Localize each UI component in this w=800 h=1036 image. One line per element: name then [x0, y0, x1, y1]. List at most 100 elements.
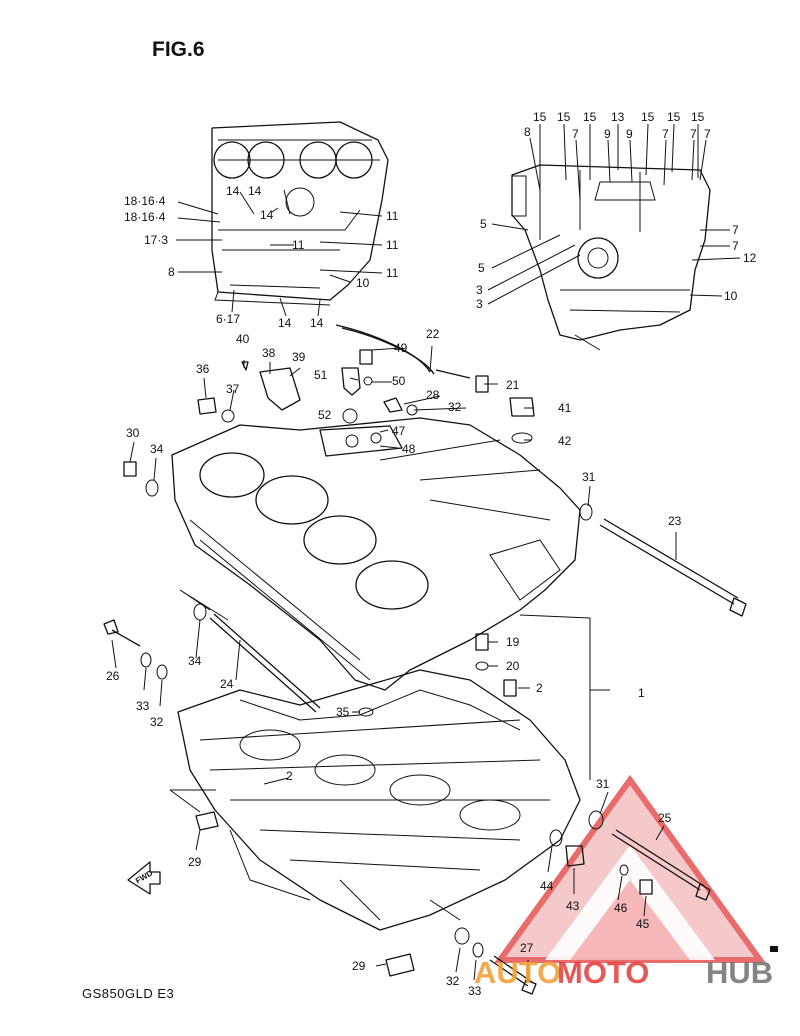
callout: 34 [188, 654, 202, 668]
callout: 14 [248, 184, 262, 198]
callout: 39 [292, 350, 306, 364]
lower-crankcase [177, 669, 581, 931]
model-code: GS850GLD E3 [82, 986, 175, 1001]
callout: 35 [336, 705, 350, 719]
callout: 5 [480, 217, 487, 231]
callout: 7 [662, 127, 669, 141]
upper-crankcase [171, 417, 581, 691]
watermark-moto: MOTO [557, 955, 649, 990]
callout: 17·3 [144, 233, 168, 247]
callout: 18·16·4 [124, 194, 166, 208]
callout: 14 [226, 184, 240, 198]
callout: 52 [318, 408, 332, 422]
callout: 49 [394, 341, 408, 355]
callout: 20 [506, 659, 520, 673]
callout: 28 [426, 388, 440, 402]
callout: 11 [386, 266, 399, 280]
callout: 33 [136, 699, 150, 713]
callout: 38 [262, 346, 276, 360]
callout: 26 [106, 669, 120, 683]
callout: 10 [356, 276, 370, 290]
callout: 11 [386, 209, 399, 223]
callout: 6·17 [216, 312, 240, 326]
callout: 32 [150, 715, 164, 729]
callout: 14 [310, 316, 324, 330]
callout: 13 [611, 110, 625, 124]
callout: 36 [196, 362, 210, 376]
callout: 7 [690, 127, 697, 141]
callout: 31 [582, 470, 596, 484]
callout: 51 [314, 368, 328, 382]
callout: 9 [604, 127, 611, 141]
callout: 14 [278, 316, 292, 330]
callout: 15 [667, 110, 681, 124]
callout: 33 [468, 984, 482, 998]
callout: 10 [724, 289, 738, 303]
callout-numbers: 15 15 15 13 15 15 15 8 7 9 9 7 7 7 5 7 7… [106, 110, 757, 998]
callout: 27 [520, 941, 534, 955]
callout: 18·16·4 [124, 210, 166, 224]
lower-crankcase-bottom-view [511, 164, 711, 351]
through-bolt-23 [599, 518, 747, 617]
callout: 8 [168, 265, 175, 279]
watermark-hub: HUB [706, 955, 773, 990]
callout: 32 [446, 974, 460, 988]
callout: 45 [636, 917, 650, 931]
callout: 11 [292, 238, 305, 252]
watermark-auto: AUTO [474, 955, 561, 990]
small-parts-cluster [123, 324, 593, 521]
callout: 48 [402, 442, 416, 456]
callout: 21 [506, 378, 520, 392]
callout: 2 [286, 769, 293, 783]
upper-crankcase-top-view [211, 121, 389, 306]
callout: 3 [476, 297, 483, 311]
callout: 40 [236, 332, 250, 346]
callout: 9 [626, 127, 633, 141]
callout: 1 [638, 686, 645, 700]
callout: 25 [658, 811, 672, 825]
callout: 2 [536, 681, 543, 695]
svg-text:FWD: FWD [134, 868, 154, 885]
callout: 7 [732, 239, 739, 253]
callout: 12 [743, 251, 757, 265]
callout: 8 [524, 125, 531, 139]
watermark-logo [494, 774, 766, 963]
callout: 30 [126, 426, 140, 440]
callout: 46 [614, 901, 628, 915]
callout: 50 [392, 374, 406, 388]
callout: 7 [704, 127, 711, 141]
leader-lines [111, 123, 741, 981]
callout: 15 [557, 110, 571, 124]
callout: 14 [260, 208, 274, 222]
callout: 19 [506, 635, 520, 649]
callout: 7 [732, 223, 739, 237]
callout: 41 [558, 401, 572, 415]
callout: 43 [566, 899, 580, 913]
callout: 5 [478, 261, 485, 275]
callout: 23 [668, 514, 682, 528]
callout: 47 [392, 424, 406, 438]
callout: 15 [641, 110, 655, 124]
callout: 29 [188, 855, 202, 869]
bolts-24-26 [103, 603, 321, 713]
callout: 15 [583, 110, 597, 124]
callout: 24 [220, 677, 234, 691]
lower-small-parts: FWD [127, 633, 711, 995]
callout: 29 [352, 959, 366, 973]
figure-title: FIG.6 [152, 38, 205, 61]
watermark-text: AUTO MOTO HUB [474, 946, 778, 990]
callout: 44 [540, 879, 554, 893]
callout: 3 [476, 283, 483, 297]
callout: 15 [691, 110, 705, 124]
callout: 37 [226, 382, 240, 396]
callout: 7 [572, 127, 579, 141]
callout: 22 [426, 327, 440, 341]
callout: 15 [533, 110, 547, 124]
callout: 34 [150, 442, 164, 456]
callout: 11 [386, 238, 399, 252]
callout: 42 [558, 434, 572, 448]
callout: 31 [596, 777, 610, 791]
callout: 32 [448, 400, 462, 414]
